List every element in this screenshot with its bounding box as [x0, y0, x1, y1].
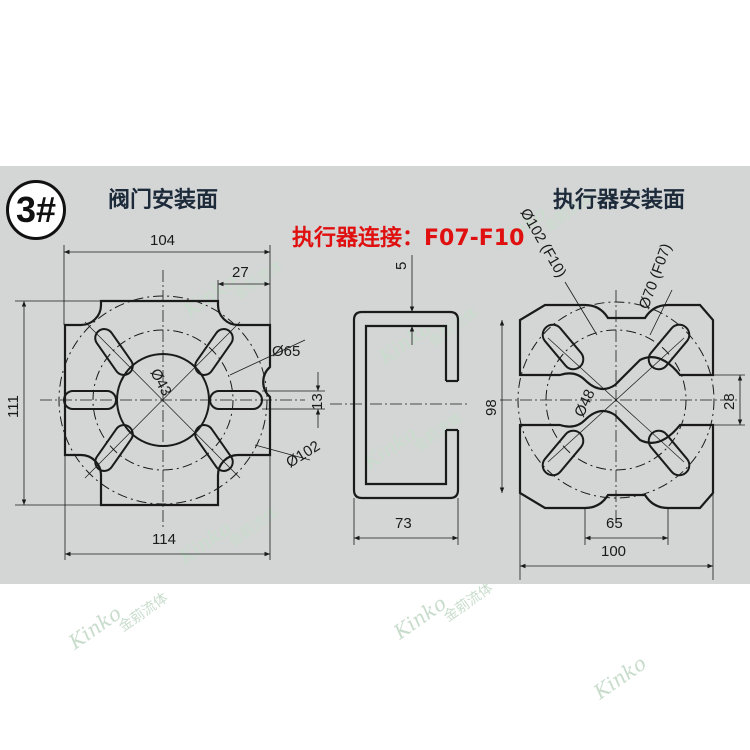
dim-actuator-inner: 65 — [606, 515, 623, 532]
valve-slot — [94, 328, 134, 376]
actuator-slot — [541, 429, 585, 477]
dim-valve-bolt-circle-small: Ø65 — [272, 343, 300, 360]
actuator-connection-title: 执行器连接：F07-F10 — [292, 226, 525, 251]
valve-slot — [94, 424, 134, 472]
valve-slot — [194, 424, 234, 472]
watermark-cn: 金莂流体 — [116, 590, 171, 635]
side-profile-view — [330, 255, 470, 545]
actuator-slot — [541, 323, 585, 371]
side-dimension-labels: 5 73 — [393, 262, 412, 532]
valve-dimension-labels: 104 27 111 114 Ø65 Ø43 Ø102 13 — [5, 232, 326, 548]
dim-valve-center-bore: Ø43 — [146, 366, 174, 399]
actuator-slot — [647, 429, 691, 477]
valve-slot — [194, 328, 234, 376]
actuator-mounting-face — [499, 281, 745, 580]
dim-actuator-circle-small: Ø70 (F07) — [636, 241, 675, 311]
dim-valve-inset: 27 — [232, 264, 249, 281]
watermark-cn: 金莂流体 — [441, 580, 496, 625]
actuator-face-title: 执行器安装面 — [553, 188, 686, 213]
valve-slot — [63, 390, 117, 410]
watermark-brand: Kinko — [358, 421, 420, 475]
actuator-slot — [647, 323, 691, 371]
dim-valve-width-bottom: 114 — [152, 531, 176, 548]
dim-valve-height: 111 — [5, 395, 22, 418]
dim-actuator-width: 100 — [601, 543, 626, 560]
model-badge: 3# — [6, 180, 66, 240]
dim-actuator-height: 98 — [483, 399, 500, 416]
actuator-flange-outline-top — [518, 303, 715, 391]
actuator-flange-outline-bottom — [518, 409, 715, 510]
side-profile-inner — [364, 324, 448, 486]
dim-valve-bolt-circle-large: Ø102 — [283, 438, 323, 472]
dim-valve-slot: 13 — [309, 393, 326, 410]
watermark-brand: Kinko — [63, 601, 125, 655]
watermark-brand: Kinko — [173, 516, 235, 570]
valve-mounting-face — [15, 245, 325, 560]
valve-face-title: 阀门安装面 — [108, 188, 219, 213]
dim-actuator-gap: 28 — [721, 393, 738, 410]
watermark-cn: 金莂流体 — [226, 505, 281, 550]
watermark-brand: Kinko — [588, 651, 650, 705]
valve-flange-outline — [63, 299, 272, 507]
dim-actuator-center-bore: Ø48 — [571, 387, 598, 420]
side-profile-outline — [352, 310, 460, 500]
watermark-brand: Kinko — [373, 316, 435, 370]
dim-side-gap: 5 — [393, 262, 410, 270]
watermark-brand: Kinko — [388, 591, 450, 645]
dim-valve-width-top: 104 — [150, 232, 175, 249]
dim-side-width: 73 — [395, 515, 412, 532]
valve-slot — [209, 390, 263, 410]
